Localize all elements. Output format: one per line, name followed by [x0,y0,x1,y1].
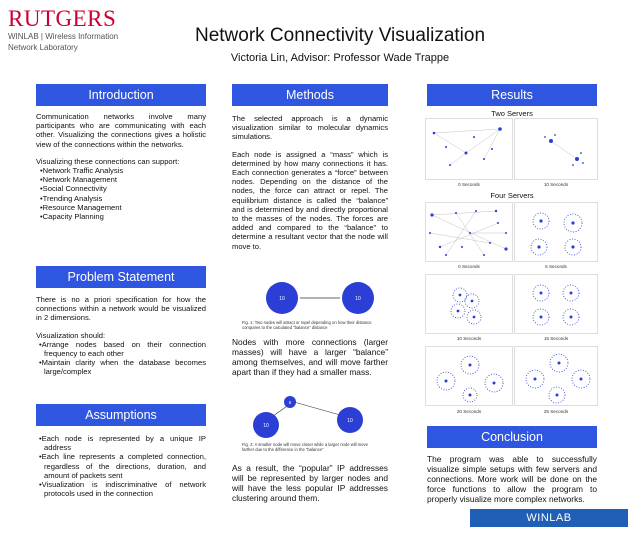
rutgers-winlab-logo: RUTGERS WINLAB | Wireless Information Ne… [8,7,178,53]
node-circle [342,282,374,314]
panel-label: 0 Seconds [458,264,480,269]
list-item: •Social Connectivity [40,184,107,194]
list-item: •Trending Analysis [40,193,103,203]
list-item: •Network Management [40,175,117,185]
result-panel-four-10s [425,274,513,334]
conclusion-section: Conclusion The program was able to succe… [427,426,597,504]
figure-2-diagram: 5 10 10 [253,396,363,438]
assumptions-list: •Each node is represented by a unique IP… [36,434,206,498]
network-graph [429,209,508,256]
node-label: 10 [279,296,285,302]
two-servers-label: Two Servers [491,109,533,118]
network-graph [436,355,504,403]
network-graph [525,353,591,404]
list-item: •Each line represents a completed connec… [39,452,206,480]
introduction-heading: Introduction [36,84,206,106]
logo-wordmark: RUTGERS [8,6,117,31]
list-item: •Maintain clarity when the database beco… [39,358,206,377]
network-graph [532,284,580,326]
panel-label: 20 Seconds [456,409,482,414]
methods-section: Methods The selected approach is a dynam… [232,84,388,255]
problem-list-intro: Visualization should: [36,330,106,340]
network-graph [530,212,583,256]
winlab-footer-logo: WINLAB [470,509,628,527]
result-panel-four-15s [514,274,598,334]
figure-2-caption: Fig. 2: A smaller node will move closer … [242,442,368,452]
node-label: 10 [347,418,353,424]
result-panel-four-20s [425,346,513,406]
node-circle [266,282,298,314]
poster-authors: Victoria Lin, Advisor: Professor Wade Tr… [230,52,450,64]
list-item: •Each node is represented by a unique IP… [39,434,206,453]
figure-1-diagram: 10 10 [266,282,374,314]
methods-paragraph-3: Nodes with more connections (larger mass… [232,337,388,377]
network-graph [544,134,584,166]
methods-paragraph-4: As a result, the “popular” IP addresses … [232,463,388,503]
problem-statement-section: Problem Statement There is no a priori s… [36,266,206,377]
list-item: •Visualization is indiscriminative of ne… [39,480,206,499]
problem-paragraph: There is no a priori specification for h… [36,295,206,323]
introduction-list: •Network Traffic Analysis •Network Manag… [36,166,206,221]
results-heading: Results [427,84,597,106]
list-item: •Capacity Planning [40,212,104,222]
result-panel-four-0s [425,202,513,262]
conclusion-paragraph: The program was able to successfully vis… [427,454,597,504]
assumptions-heading: Assumptions [36,404,206,426]
node-label: 5 [289,400,292,405]
introduction-section: Introduction Communication networks invo… [36,84,206,221]
result-panel-two-10s [514,118,598,180]
panel-label: 15 Seconds [543,336,569,341]
figure-1-caption: Fig. 1: Two nodes will attract or repel … [242,320,372,330]
panel-label: 0 Seconds [458,182,480,187]
node-label: 10 [263,423,269,429]
node-circle [284,396,296,408]
panel-label: 5 Seconds [545,264,567,269]
network-graph [432,127,502,166]
panel-label: 10 Seconds [456,336,482,341]
poster-title: Network Connectivity Visualization [194,25,486,46]
four-servers-label: Four Servers [490,191,534,200]
methods-heading: Methods [232,84,388,106]
problem-heading: Problem Statement [36,266,206,288]
methods-paragraph-1: The selected approach is a dynamic visua… [232,114,388,142]
logo-subtitle-line2: Network Laboratory [8,43,78,52]
result-panel-four-5s [514,202,598,262]
list-item: •Network Traffic Analysis [40,166,124,176]
result-panel-two-0s [425,118,513,180]
logo-subtitle-line1: WINLAB | Wireless Information [8,32,119,41]
network-graph [450,287,482,325]
conclusion-heading: Conclusion [427,426,597,448]
assumptions-section: Assumptions •Each node is represented by… [36,404,206,498]
node-circle [337,407,363,433]
methods-paragraph-2: Each node is assigned a “mass” which is … [232,149,388,251]
introduction-list-intro: Visualizing these connections can suppor… [36,156,180,166]
list-item: •Resource Management [40,202,122,212]
results-section: Results [427,84,597,106]
node-label: 10 [355,296,361,302]
result-panel-four-25s [514,346,598,406]
panel-label: 10 Seconds [543,182,569,187]
problem-list: •Arrange nodes based on their connection… [36,340,206,377]
panel-label: 25 Seconds [543,409,569,414]
list-item: •Arrange nodes based on their connection… [39,339,206,359]
introduction-paragraph: Communication networks involve many part… [36,112,206,149]
node-circle [253,412,279,438]
connection-line [293,401,341,416]
